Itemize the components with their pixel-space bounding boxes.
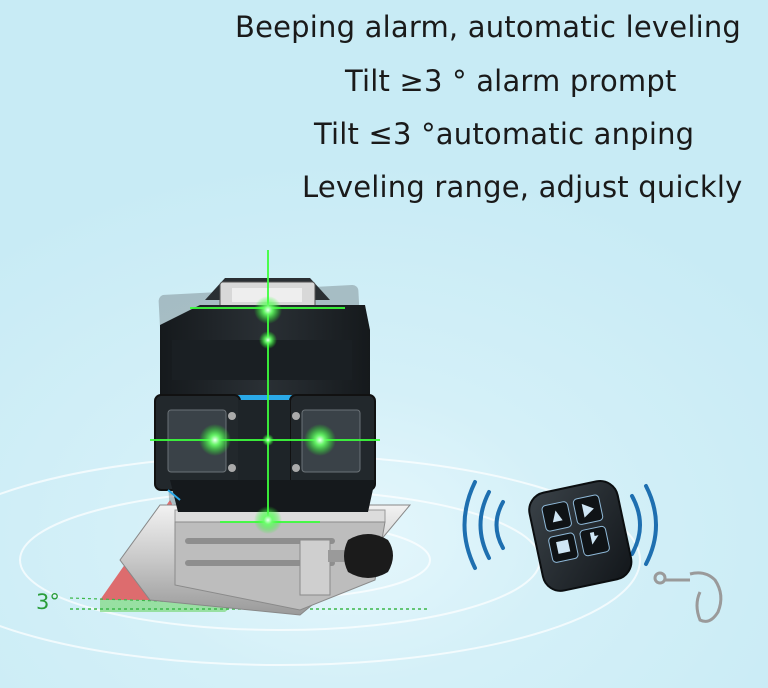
- signal-waves-icon: [462, 480, 658, 570]
- laser-glow-points: [199, 296, 336, 534]
- tilt-angle-label: 3°: [36, 590, 60, 614]
- adjust-knob-icon: [328, 534, 393, 578]
- feature-line-2: Tilt ≥3 ° alarm prompt: [345, 64, 677, 98]
- feature-line-4: Leveling range, adjust quickly: [302, 170, 743, 204]
- key-ring-icon: [653, 571, 723, 623]
- remote-control-icon: [528, 480, 633, 592]
- feature-line-3: Tilt ≤3 °automatic anping: [314, 117, 695, 151]
- feature-line-1: Beeping alarm, automatic leveling: [235, 10, 742, 44]
